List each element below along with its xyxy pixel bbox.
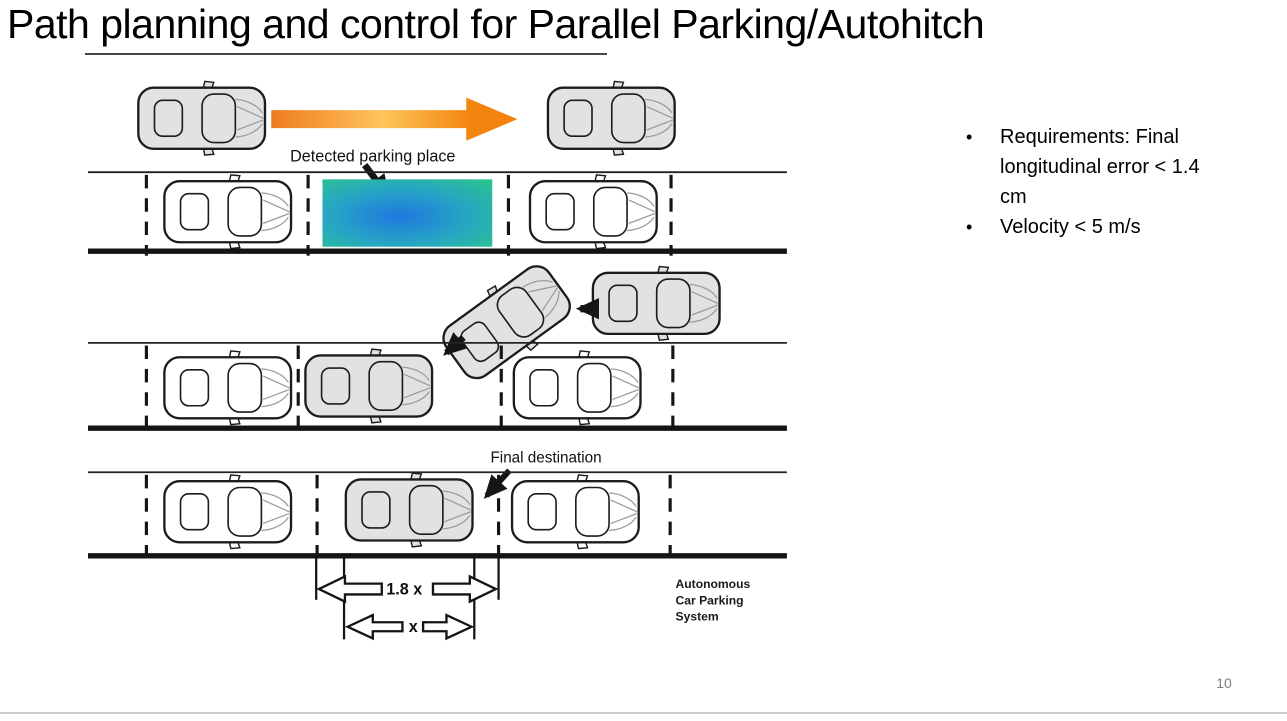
maneuver-arrow [443,332,468,356]
ego-car-reversing [591,265,721,342]
lane2-dividers [144,174,673,256]
parked-car-left-row4 [163,473,293,550]
title-underline [85,53,607,55]
parked-car-left-row3 [163,349,293,426]
svg-text:Car Parking: Car Parking [676,593,744,607]
space-length-dimension: 1.8 x [316,574,499,604]
space-length-value: 1.8 x [386,580,422,598]
detected-parking-place-label: Detected parking place [290,147,455,165]
lane4-dividers [144,474,672,560]
ego-car-start [137,80,267,157]
dim-arrow-left-icon [316,574,383,604]
parked-car-right-row2 [528,173,658,250]
page-number: 10 [1216,675,1232,691]
dim-arrow-right-icon [431,574,499,604]
requirement-text: Requirements: Final longitudinal error <… [1000,126,1200,208]
list-item: • Velocity < 5 m/s [966,212,1214,242]
approach-arrow [271,97,518,141]
final-destination-label: Final destination [490,449,601,466]
car-length-dimension: x [344,613,475,641]
parking-diagram: Detected parking place [88,80,787,641]
parked-car-right-row4 [510,473,640,550]
dim-arrow-left-icon [344,613,404,641]
diagram-watermark: Autonomous Car Parking System [676,577,751,623]
svg-text:Autonomous: Autonomous [676,577,751,591]
svg-text:System: System [676,609,719,623]
requirements-list: • Requirements: Final longitudinal error… [966,122,1214,242]
lane3-dividers [144,345,675,439]
detected-parking-spot-highlight [322,179,493,247]
parked-car-right-row3 [512,349,642,426]
list-item: • Requirements: Final longitudinal error… [966,122,1214,212]
parking-diagram-wrap: Detected parking place [88,54,866,700]
car-length-value: x [409,618,418,636]
ego-car-in-spot-row3 [304,347,434,424]
bullet-icon: • [966,217,973,237]
bullet-icon: • [966,127,973,147]
slide-title: Path planning and control for Parallel P… [7,1,985,47]
velocity-text: Velocity < 5 m/s [1000,216,1141,238]
ego-car-final [344,471,474,548]
slide-bottom-edge [0,712,1287,714]
ego-car-arrived [546,80,676,157]
parked-car-left-row2 [163,173,293,250]
dim-arrow-right-icon [421,613,475,641]
